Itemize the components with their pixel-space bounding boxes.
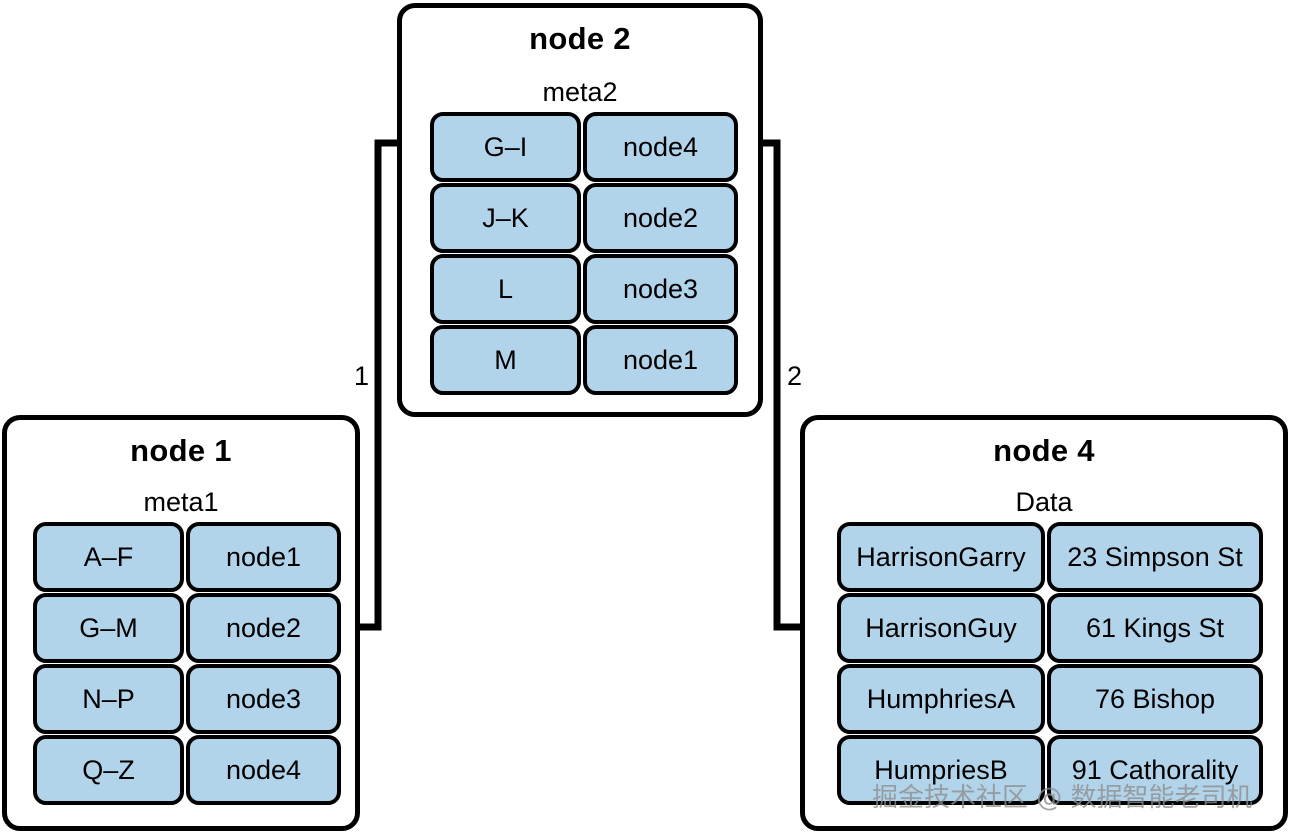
- table-row[interactable]: M node1: [430, 325, 738, 395]
- node4-row3-value[interactable]: 76 Bishop: [1047, 664, 1263, 734]
- connector-1-label: 1: [354, 361, 370, 391]
- table-row[interactable]: G–M node2: [33, 593, 341, 663]
- table-row[interactable]: L node3: [430, 254, 738, 324]
- node2-title: node 2: [529, 21, 631, 56]
- node-box-node4[interactable]: node 4 Data HarrisonGarry 23 Simpson St …: [800, 415, 1288, 831]
- node4-row1-value[interactable]: 23 Simpson St: [1047, 522, 1263, 592]
- node-box-node2[interactable]: node 2 meta2 G–I node4 J–K node2 L node3…: [397, 3, 763, 417]
- node1-row2-value[interactable]: node2: [186, 593, 341, 663]
- node2-subtitle: meta2: [542, 77, 618, 107]
- node2-row1-value[interactable]: node4: [583, 112, 738, 182]
- node1-title: node 1: [130, 433, 232, 468]
- node1-row3-value[interactable]: node3: [186, 664, 341, 734]
- table-row[interactable]: HumpriesB 91 Cathorality: [837, 735, 1263, 805]
- node2-table: G–I node4 J–K node2 L node3 M node1: [430, 112, 738, 395]
- table-row[interactable]: J–K node2: [430, 183, 738, 253]
- node4-row4-value[interactable]: 91 Cathorality: [1047, 735, 1263, 805]
- node2-row3-value[interactable]: node3: [583, 254, 738, 324]
- node4-row4-key[interactable]: HumpriesB: [837, 735, 1045, 805]
- table-row[interactable]: HarrisonGuy 61 Kings St: [837, 593, 1263, 663]
- node4-row2-key[interactable]: HarrisonGuy: [837, 593, 1045, 663]
- node-box-node1[interactable]: node 1 meta1 A–F node1 G–M node2 N–P nod…: [2, 415, 360, 831]
- node2-row4-value[interactable]: node1: [583, 325, 738, 395]
- node4-table: HarrisonGarry 23 Simpson St HarrisonGuy …: [837, 522, 1263, 805]
- node4-row2-value[interactable]: 61 Kings St: [1047, 593, 1263, 663]
- node1-row4-key[interactable]: Q–Z: [33, 735, 185, 805]
- node2-row3-key[interactable]: L: [430, 254, 582, 324]
- table-row[interactable]: Q–Z node4: [33, 735, 341, 805]
- node1-row2-key[interactable]: G–M: [33, 593, 185, 663]
- node1-table: A–F node1 G–M node2 N–P node3 Q–Z node4: [33, 522, 341, 805]
- node2-row2-key[interactable]: J–K: [430, 183, 582, 253]
- node2-row1-key[interactable]: G–I: [430, 112, 582, 182]
- node1-row4-value[interactable]: node4: [186, 735, 341, 805]
- table-row[interactable]: G–I node4: [430, 112, 738, 182]
- node4-subtitle: Data: [1015, 487, 1073, 517]
- node2-row2-value[interactable]: node2: [583, 183, 738, 253]
- connector-2-label: 2: [787, 361, 803, 391]
- node4-title: node 4: [993, 433, 1095, 468]
- table-row[interactable]: HumphriesA 76 Bishop: [837, 664, 1263, 734]
- watermark-text: 掘金技术社区 @ 数据智能老司机: [872, 783, 1253, 813]
- node4-row1-key[interactable]: HarrisonGarry: [837, 522, 1045, 592]
- node2-row4-key[interactable]: M: [430, 325, 582, 395]
- table-row[interactable]: N–P node3: [33, 664, 341, 734]
- node1-row1-key[interactable]: A–F: [33, 522, 185, 592]
- table-row[interactable]: HarrisonGarry 23 Simpson St: [837, 522, 1263, 592]
- node1-row3-key[interactable]: N–P: [33, 664, 185, 734]
- node1-subtitle: meta1: [143, 487, 219, 517]
- node1-row1-value[interactable]: node1: [186, 522, 341, 592]
- table-row[interactable]: A–F node1: [33, 522, 341, 592]
- node4-row3-key[interactable]: HumphriesA: [837, 664, 1045, 734]
